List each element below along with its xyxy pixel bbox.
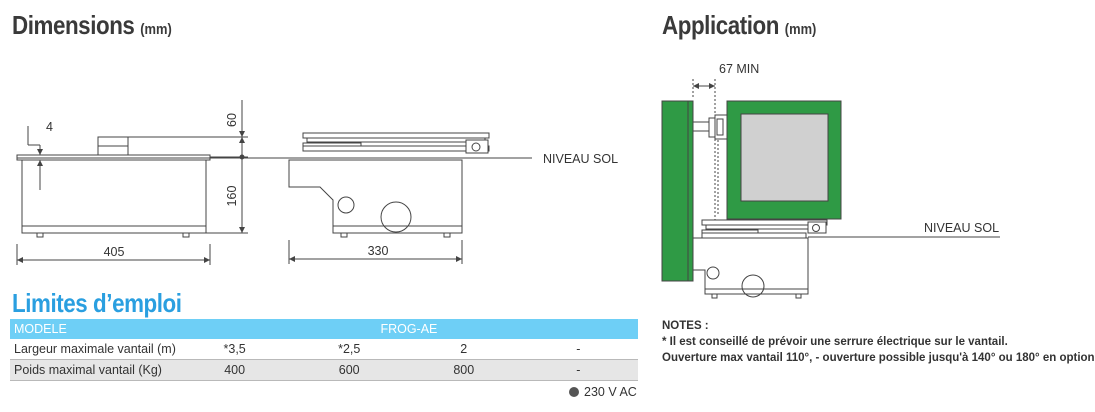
notes-title: NOTES : [662,320,709,332]
table-header-row: MODELE FROG-AE [10,319,638,339]
niveau-sol-label-1: NIVEAU SOL [543,152,618,166]
table-cell: 600 [289,359,409,381]
table-cell: *3,5 [179,339,290,360]
dim-330-label: 330 [368,244,389,258]
side-view-drawing [288,132,490,264]
dimensions-heading: Dimensions (mm) [12,10,172,41]
power-indicator: 230 V AC [569,385,637,399]
table-cell: 800 [408,359,519,381]
application-heading: Application (mm) [662,10,816,41]
dimensions-title: Dimensions [12,10,135,40]
table-cell: 2 [408,339,519,360]
table-row: Largeur maximale vantail (m) *3,5 *2,5 2… [10,339,638,360]
dim-67-min-label: 67 MIN [719,62,759,76]
row-label: Poids maximal vantail (Kg) [10,359,180,381]
notes-line-1: * Il est conseillé de prévoir une serrur… [662,336,1008,348]
table-cell: 400 [179,359,290,381]
power-dot-icon [569,387,579,397]
limits-table: MODELE FROG-AE Largeur maximale vantail … [10,319,638,381]
row-label: Largeur maximale vantail (m) [10,339,180,360]
dim-60-label: 60 [225,113,239,127]
application-unit: (mm) [784,21,817,38]
limits-title: Limites d’emploi [12,288,182,318]
dim-405-label: 405 [104,245,125,259]
header-model: FROG-AE [179,319,638,339]
dim-4-label: 4 [46,120,53,134]
application-drawing [661,79,842,299]
application-title: Application [662,10,780,40]
notes-block: NOTES : * Il est conseillé de prévoir un… [662,318,1095,366]
table-row: Poids maximal vantail (Kg) 400 600 800 - [10,359,638,381]
table-cell: *2,5 [289,339,409,360]
technical-drawings: 4 60 160 405 330 NIVEAU SOL 67 MIN NIVEA… [16,62,1000,299]
niveau-sol-label-2: NIVEAU SOL [924,221,999,235]
notes-line-2: Ouverture max vantail 110°, - ouverture … [662,352,1095,364]
power-label: 230 V AC [584,385,637,399]
table-cell: - [518,339,638,360]
front-view-drawing [16,100,248,265]
dim-160-label: 160 [225,186,239,207]
table-cell: - [518,359,638,381]
header-label: MODELE [10,319,180,339]
dimensions-unit: (mm) [140,21,172,38]
